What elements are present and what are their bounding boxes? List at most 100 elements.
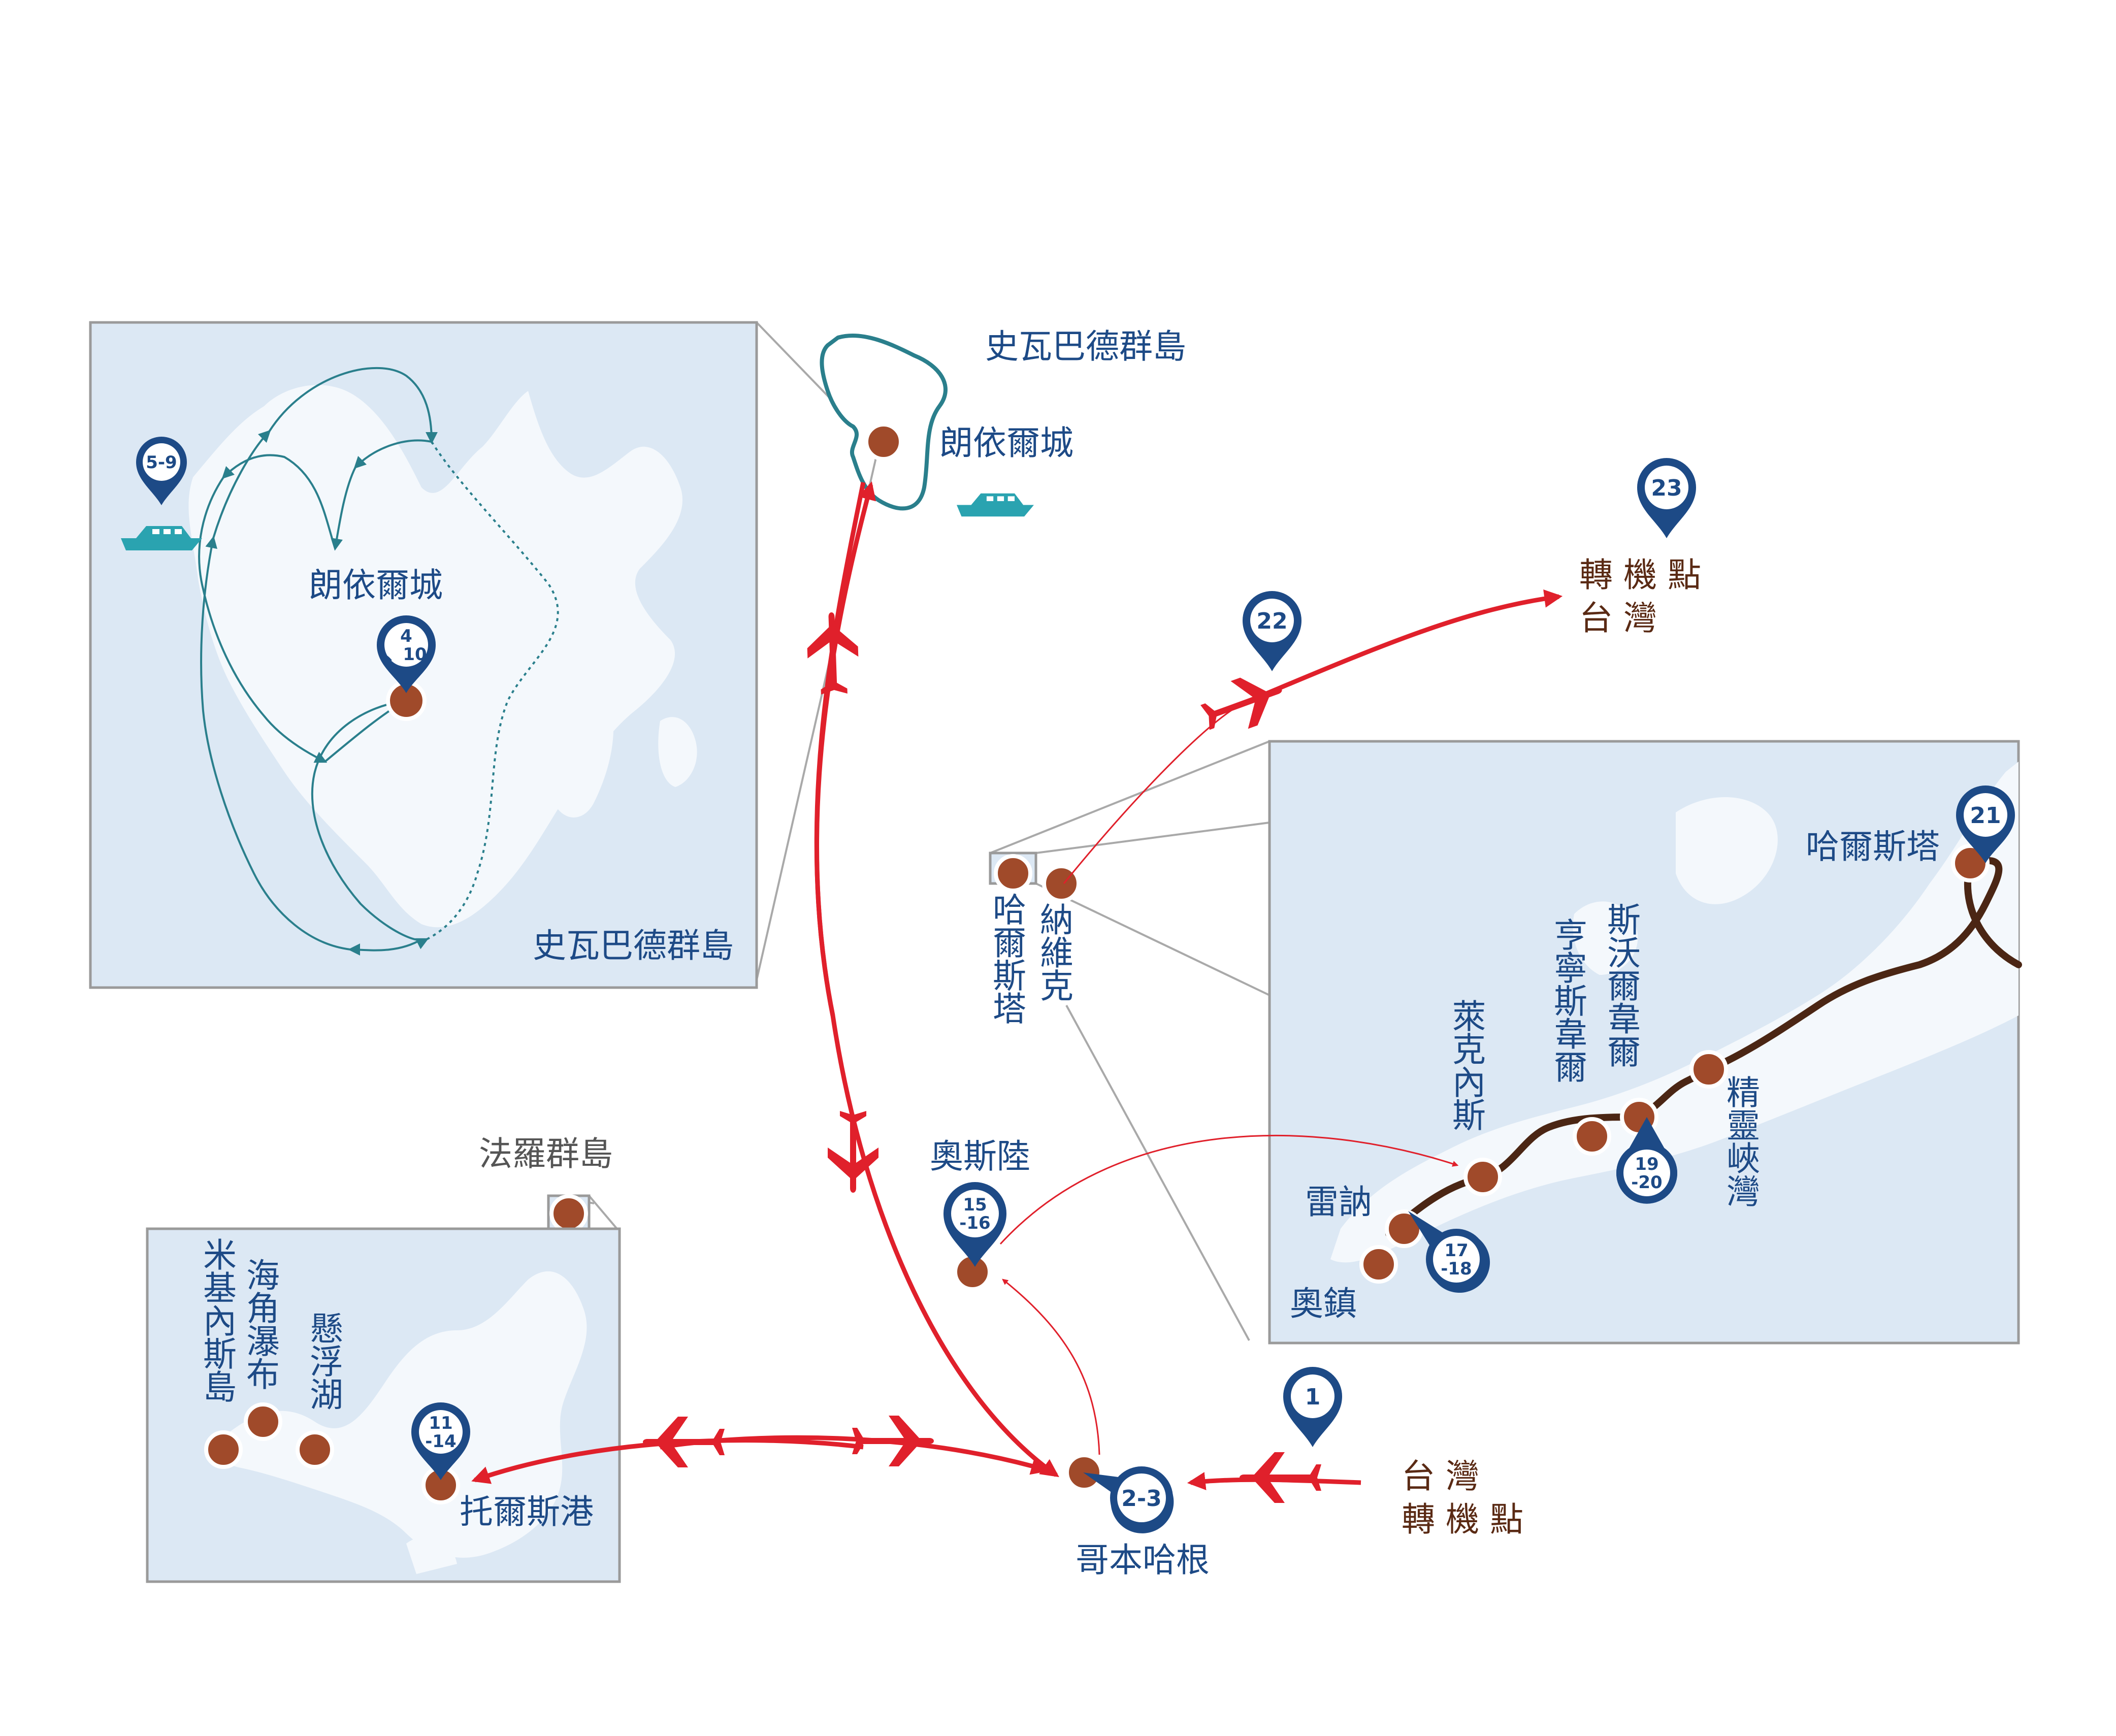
pin-number-line1: 19 bbox=[1635, 1154, 1658, 1174]
svg-text:內: 內 bbox=[1452, 1063, 1486, 1102]
pin-number-line1: 11 bbox=[429, 1413, 452, 1433]
label-mykines: 米 基 內 斯 島 bbox=[203, 1236, 237, 1407]
city-marker-harstad-inset bbox=[1951, 844, 1990, 882]
svg-text:精: 精 bbox=[1727, 1073, 1760, 1112]
day-pin-11-14: 11 -14 bbox=[411, 1402, 470, 1480]
pin-number: 23 bbox=[1651, 475, 1682, 501]
svg-text:韋: 韋 bbox=[1607, 1000, 1641, 1039]
label-copenhagen: 哥本哈根 bbox=[1076, 1541, 1210, 1580]
svg-text:萊: 萊 bbox=[1452, 997, 1486, 1036]
svg-text:克: 克 bbox=[1040, 967, 1073, 1006]
pin-number: 2-3 bbox=[1121, 1486, 1162, 1512]
svalbard-outline: 史瓦巴德群島 朗依爾城 bbox=[820, 327, 1186, 517]
plane-icon bbox=[1240, 1452, 1321, 1503]
main-cities: 15 -16 2-3 1 22 23 奧斯陸 哥本哈根 轉 機 點 台 灣 bbox=[930, 458, 1701, 1580]
svg-text:爾: 爾 bbox=[1607, 1033, 1641, 1072]
flight-routes bbox=[471, 481, 1563, 1503]
svg-text:米: 米 bbox=[203, 1236, 237, 1275]
label-oslo: 奧斯陸 bbox=[930, 1137, 1030, 1176]
pin-number-line2: -16 bbox=[959, 1213, 990, 1233]
pin-number: 22 bbox=[1256, 608, 1287, 634]
label-waterfall: 海 角 瀑 布 bbox=[246, 1256, 280, 1394]
label-longyearbyen-inset: 朗依爾城 bbox=[309, 566, 443, 605]
city-marker-a-village bbox=[1359, 1245, 1398, 1284]
svg-text:寧: 寧 bbox=[1554, 949, 1587, 988]
svg-text:沃: 沃 bbox=[1607, 934, 1641, 973]
city-marker-harstad bbox=[994, 854, 1032, 893]
day-pin-23: 23 bbox=[1637, 458, 1696, 538]
label-henningsvaer: 亨 寧 斯 韋 爾 bbox=[1554, 916, 1587, 1087]
label-harstad: 哈 爾 斯 塔 bbox=[993, 891, 1026, 1029]
svg-text:布: 布 bbox=[246, 1355, 280, 1394]
svg-text:斯: 斯 bbox=[993, 957, 1026, 996]
svg-text:峽: 峽 bbox=[1727, 1139, 1760, 1178]
city-marker-longyearbyen bbox=[864, 422, 903, 461]
label-a-village: 奧鎮 bbox=[1290, 1284, 1357, 1323]
svg-text:斯: 斯 bbox=[1607, 901, 1641, 940]
label-transfer-top-line1: 轉 機 點 bbox=[1579, 555, 1701, 595]
svg-text:爾: 爾 bbox=[1607, 967, 1641, 1006]
svg-text:斯: 斯 bbox=[203, 1335, 237, 1374]
label-harstad-inset: 哈爾斯塔 bbox=[1806, 827, 1940, 866]
svg-text:瀑: 瀑 bbox=[246, 1322, 280, 1361]
day-pin-15-16: 15 -16 bbox=[943, 1182, 1006, 1267]
pin-number-line2: 、10 bbox=[385, 644, 427, 665]
svg-text:內: 內 bbox=[203, 1302, 237, 1341]
svg-text:海: 海 bbox=[246, 1256, 280, 1295]
label-svalbard: 史瓦巴德群島 bbox=[985, 327, 1186, 366]
label-reine: 雷訥 bbox=[1305, 1183, 1372, 1222]
plane-icon bbox=[643, 1417, 725, 1467]
pin-number-line1: 17 bbox=[1444, 1240, 1468, 1261]
city-marker-leknes bbox=[1463, 1158, 1502, 1196]
lofoten-inset: 17 -18 19 -20 21 奧鎮 雷訥 萊 克 內 斯 亨 寧 斯 韋 bbox=[1268, 740, 2022, 1345]
label-svalbard-inset: 史瓦巴德群島 bbox=[533, 926, 734, 965]
norway-north-markers: 哈 爾 斯 塔 納 維 克 bbox=[989, 851, 1081, 1029]
plane-icon bbox=[806, 611, 860, 695]
pin-number: 1 bbox=[1305, 1384, 1321, 1410]
svg-text:納: 納 bbox=[1040, 901, 1073, 940]
day-pin-4-10: 4 、10 bbox=[377, 615, 436, 693]
city-marker-waterfall bbox=[244, 1402, 282, 1441]
pin-number: 5-9 bbox=[146, 452, 177, 473]
label-longyearbyen: 朗依爾城 bbox=[939, 423, 1073, 463]
label-torshavn: 托爾斯港 bbox=[460, 1492, 594, 1531]
svg-text:靈: 靈 bbox=[1727, 1106, 1760, 1145]
svg-text:角: 角 bbox=[246, 1289, 280, 1328]
faroe-inset: 法羅群島 11 -14 米 基 內 斯 島 海 角 瀑 布 懸 浮 bbox=[146, 1134, 621, 1583]
svg-text:基: 基 bbox=[203, 1269, 237, 1308]
svg-text:爾: 爾 bbox=[993, 924, 1026, 963]
svg-text:島: 島 bbox=[203, 1368, 237, 1407]
pin-number: 21 bbox=[1970, 803, 2001, 829]
svg-text:維: 維 bbox=[1040, 934, 1073, 973]
day-pin-22: 22 bbox=[1243, 591, 1301, 671]
svg-text:亨: 亨 bbox=[1554, 916, 1587, 955]
svg-text:懸: 懸 bbox=[310, 1309, 343, 1349]
day-pin-19-20: 19 -20 bbox=[1616, 1117, 1677, 1204]
label-svolvaer: 斯 沃 爾 韋 爾 bbox=[1607, 901, 1641, 1072]
svg-text:韋: 韋 bbox=[1554, 1015, 1587, 1054]
label-trollfjord: 精 靈 峽 灣 bbox=[1727, 1073, 1760, 1211]
svg-text:斯: 斯 bbox=[1554, 982, 1587, 1021]
day-pin-21: 21 bbox=[1956, 785, 2015, 863]
label-floating-lake: 懸 浮 湖 bbox=[310, 1309, 343, 1415]
svg-text:斯: 斯 bbox=[1452, 1096, 1486, 1135]
pin-number-line1: 15 bbox=[963, 1195, 987, 1215]
label-transfer-bottom-line1: 台 灣 bbox=[1402, 1457, 1479, 1496]
plane-icon bbox=[1196, 665, 1291, 742]
city-marker-henningsvaer bbox=[1573, 1117, 1611, 1156]
svg-text:克: 克 bbox=[1452, 1030, 1486, 1069]
day-pin-17-18: 17 -18 bbox=[1408, 1211, 1490, 1293]
svg-text:灣: 灣 bbox=[1727, 1172, 1760, 1211]
label-transfer-top-line2: 台 灣 bbox=[1579, 599, 1657, 638]
pin-number-line1: 4 bbox=[400, 626, 412, 646]
boat-icon bbox=[957, 493, 1034, 517]
pin-number-line2: -20 bbox=[1631, 1172, 1662, 1193]
city-marker-mykines bbox=[204, 1430, 243, 1469]
svalbard-inset: 5-9 4 、10 朗依爾城 史瓦巴德群島 bbox=[89, 321, 758, 989]
city-marker-trollfjord bbox=[1689, 1050, 1728, 1089]
city-marker-copenhagen bbox=[1065, 1453, 1103, 1492]
svg-text:湖: 湖 bbox=[310, 1375, 343, 1415]
day-pin-2-3: 2-3 bbox=[1083, 1466, 1174, 1533]
day-pin-5-9: 5-9 bbox=[136, 437, 187, 505]
